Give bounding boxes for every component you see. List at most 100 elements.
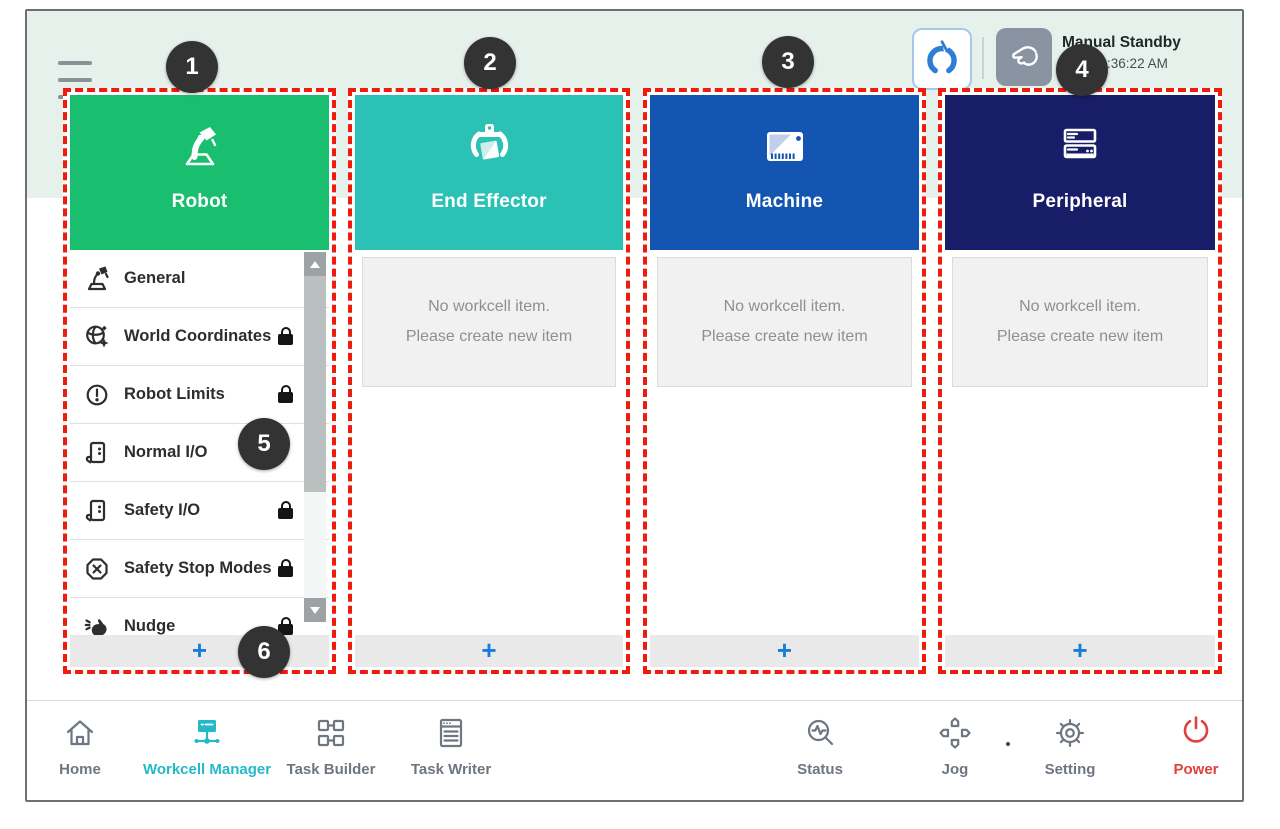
peripheral-card: Peripheral No workcell item. Please crea… (945, 95, 1215, 667)
peripheral-category-header[interactable]: Peripheral (945, 95, 1215, 250)
workcell-column-robot: Robot General (63, 88, 336, 674)
workcell-manager-icon (194, 720, 220, 744)
nav-setting[interactable]: Setting (995, 711, 1145, 778)
nudge-hand-icon (84, 618, 107, 635)
gear-icon (1056, 719, 1084, 747)
list-item-normal-io[interactable]: Normal I/O (70, 424, 329, 482)
list-item-general[interactable]: General (70, 250, 329, 308)
list-item-label: Safety Stop Modes (124, 559, 272, 577)
machine-category-header[interactable]: Machine (650, 95, 919, 250)
nav-status[interactable]: Status (745, 711, 895, 778)
nav-workcell-manager[interactable]: Workcell Manager (132, 711, 282, 778)
safety-stop-icon (86, 557, 108, 580)
add-machine-item-button[interactable]: + (650, 635, 919, 667)
robot-mode-icon (927, 40, 957, 74)
workcell-column-peripheral: Peripheral No workcell item. Please crea… (938, 88, 1222, 674)
nav-power[interactable]: Power (1121, 711, 1242, 778)
callout-6: 6 (238, 626, 290, 678)
robot-limits-icon (86, 384, 108, 405)
nav-label: Power (1173, 761, 1219, 778)
hamburger-line (58, 78, 92, 82)
empty-state-box: No workcell item. Please create new item (362, 257, 616, 387)
nav-label: Status (797, 761, 843, 778)
scrollbar-thumb[interactable] (304, 276, 326, 492)
add-robot-item-button[interactable]: + (70, 635, 329, 667)
end-effector-card: End Effector No workcell item. Please cr… (355, 95, 623, 667)
jog-dpad-icon (939, 717, 971, 749)
lock-icon (278, 385, 293, 403)
list-item-label: Safety I/O (124, 501, 201, 519)
column-title: Machine (745, 191, 824, 212)
lock-icon (278, 501, 293, 519)
callout-2: 2 (464, 37, 516, 89)
robot-category-header[interactable]: Robot (70, 95, 329, 250)
callout-3: 3 (762, 36, 814, 88)
column-title: Peripheral (1032, 191, 1128, 212)
server-rack-icon (1063, 128, 1097, 159)
down-arrow-icon (310, 606, 320, 614)
manual-mode-button[interactable] (996, 28, 1052, 86)
lock-icon (278, 617, 293, 635)
list-item-world-coordinates[interactable]: World Coordinates (70, 308, 329, 366)
callout-4: 4 (1056, 44, 1108, 96)
task-builder-icon (317, 719, 345, 747)
task-writer-icon (439, 718, 463, 748)
list-item-safety-stop-modes[interactable]: Safety Stop Modes (70, 540, 329, 598)
nav-label: Home (59, 761, 101, 778)
empty-state-box: No workcell item. Please create new item (952, 257, 1208, 387)
nav-home[interactable]: Home (27, 711, 155, 778)
end-effector-body: No workcell item. Please create new item (355, 250, 623, 635)
hamburger-line (58, 61, 92, 65)
nav-label: Task Builder (286, 761, 376, 778)
add-end-effector-item-button[interactable]: + (355, 635, 623, 667)
empty-state-line2: Please create new item (996, 328, 1164, 345)
robot-card: Robot General (70, 95, 329, 667)
topbar-divider (982, 37, 984, 79)
list-item-label: Normal I/O (124, 443, 208, 461)
empty-state-line1: No workcell item. (428, 298, 550, 316)
list-item-label: World Coordinates (124, 327, 272, 345)
app-window: Manual Standby 2.22 10:36:22 AM Robot (25, 9, 1244, 802)
end-effector-category-header[interactable]: End Effector (355, 95, 623, 250)
nav-jog[interactable]: Jog (880, 711, 1030, 778)
scrollbar (304, 252, 326, 622)
io-icon (85, 441, 106, 463)
hand-gesture-icon (1012, 46, 1038, 66)
nav-label: Workcell Manager (142, 761, 272, 778)
callout-1: 1 (166, 41, 218, 93)
add-peripheral-item-button[interactable]: + (945, 635, 1215, 667)
list-item-nudge[interactable]: Nudge (70, 598, 329, 635)
list-item-label: General (124, 269, 186, 287)
lock-icon (278, 327, 293, 345)
up-arrow-icon (310, 260, 320, 268)
gripper-icon (470, 124, 509, 160)
world-coordinates-icon (86, 325, 109, 347)
empty-state-line2: Please create new item (405, 328, 573, 345)
workcell-column-end-effector: End Effector No workcell item. Please cr… (348, 88, 630, 674)
io-icon (85, 499, 106, 521)
list-item-label: Robot Limits (124, 385, 225, 403)
list-item-robot-limits[interactable]: Robot Limits (70, 366, 329, 424)
nav-task-writer[interactable]: Task Writer (376, 711, 526, 778)
scrollbar-up-button[interactable] (304, 252, 326, 276)
robot-mode-button[interactable] (912, 28, 972, 90)
peripheral-body: No workcell item. Please create new item (945, 250, 1215, 635)
machine-icon (766, 132, 803, 161)
robot-arm-icon (185, 127, 216, 166)
nav-label: Setting (1044, 761, 1096, 778)
nav-separator-dot (1006, 742, 1010, 746)
list-item-safety-io[interactable]: Safety I/O (70, 482, 329, 540)
lock-icon (278, 559, 293, 577)
list-item-label: Nudge (124, 617, 176, 635)
status-monitor-icon (807, 719, 834, 746)
machine-body: No workcell item. Please create new item (650, 250, 919, 635)
nav-task-builder[interactable]: Task Builder (256, 711, 406, 778)
empty-state-box: No workcell item. Please create new item (657, 257, 912, 387)
robot-settings-list: General World Coordinates (70, 250, 329, 635)
nav-label: Task Writer (410, 761, 492, 778)
bottom-navbar: Home Workcell Manager Ta (27, 700, 1242, 800)
empty-state-line2: Please create new item (701, 328, 868, 345)
workcell-column-machine: Machine No workcell item. Please create … (643, 88, 926, 674)
scrollbar-down-button[interactable] (304, 598, 326, 622)
